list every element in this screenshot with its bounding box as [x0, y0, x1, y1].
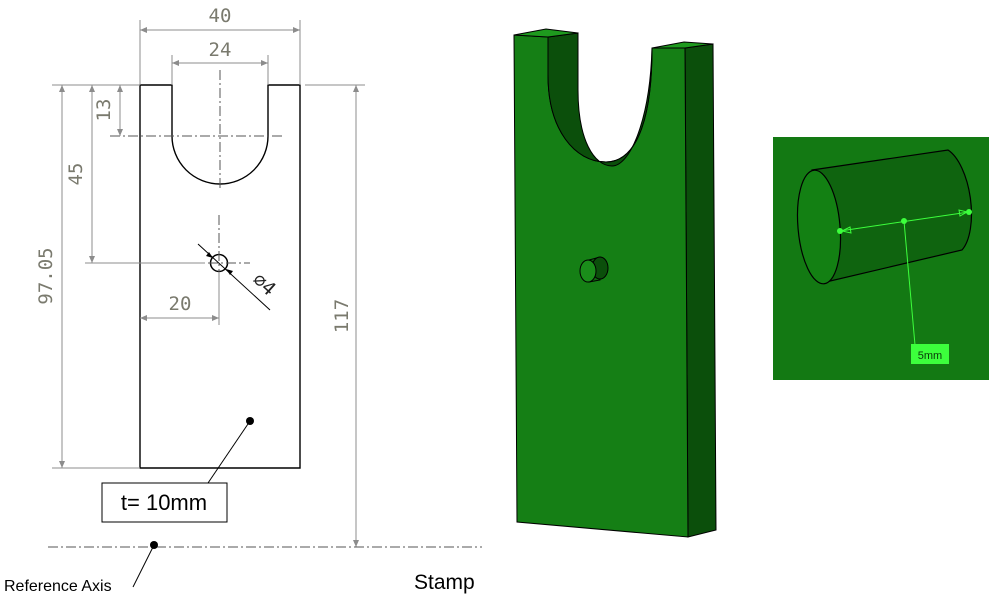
model-right-prong-top [651, 41, 714, 49]
dimension-hole-diameter-text: ∅4 [248, 269, 280, 301]
dimension-hole-from-left: 20 [140, 272, 220, 325]
dimension-hole-from-left-text: 20 [169, 293, 192, 315]
dimension-overall-width: 40 [139, 5, 301, 85]
dimension-height-text: 97.05 [35, 247, 57, 304]
inset-cylinder-face [796, 169, 842, 285]
isometric-model [513, 28, 717, 538]
inset-measure-label: 5mm [918, 350, 942, 362]
model-front-face [513, 34, 689, 538]
dimension-slot-depth-text: 13 [93, 99, 115, 122]
pin-measurement-inset: 5mm [773, 137, 989, 380]
dimension-overall-width-text: 40 [209, 5, 232, 27]
inset-measure-label-box [911, 344, 949, 364]
model-side-face [684, 43, 717, 538]
orthographic-view: 40 24 13 45 97 [4, 5, 482, 595]
dimension-slot-width-text: 24 [209, 39, 232, 61]
dimension-slot-depth: 13 [93, 84, 140, 136]
stamp-label: Stamp [414, 571, 475, 594]
dimension-slot-width: 24 [171, 39, 269, 85]
thickness-label-box [101, 482, 228, 523]
inset-cylinder-body [811, 149, 973, 283]
thickness-callout: t= 10mm [101, 417, 254, 523]
dimension-height: 97.05 [35, 84, 140, 469]
reference-axis-label: Reference Axis [4, 578, 112, 595]
dimension-hole-from-top-text: 45 [65, 163, 87, 186]
model-pin [579, 256, 609, 283]
reference-axis: Reference Axis [4, 541, 482, 595]
dimension-height-to-axis: 117 [305, 84, 365, 547]
dimension-hole-from-top: 45 [65, 85, 205, 264]
model-pin-face [579, 259, 597, 283]
dimension-height-to-axis-text: 117 [331, 299, 353, 333]
model-left-prong-top [513, 28, 579, 38]
thickness-label: t= 10mm [121, 490, 207, 515]
dimension-hole-diameter: ∅4 [197, 243, 280, 311]
